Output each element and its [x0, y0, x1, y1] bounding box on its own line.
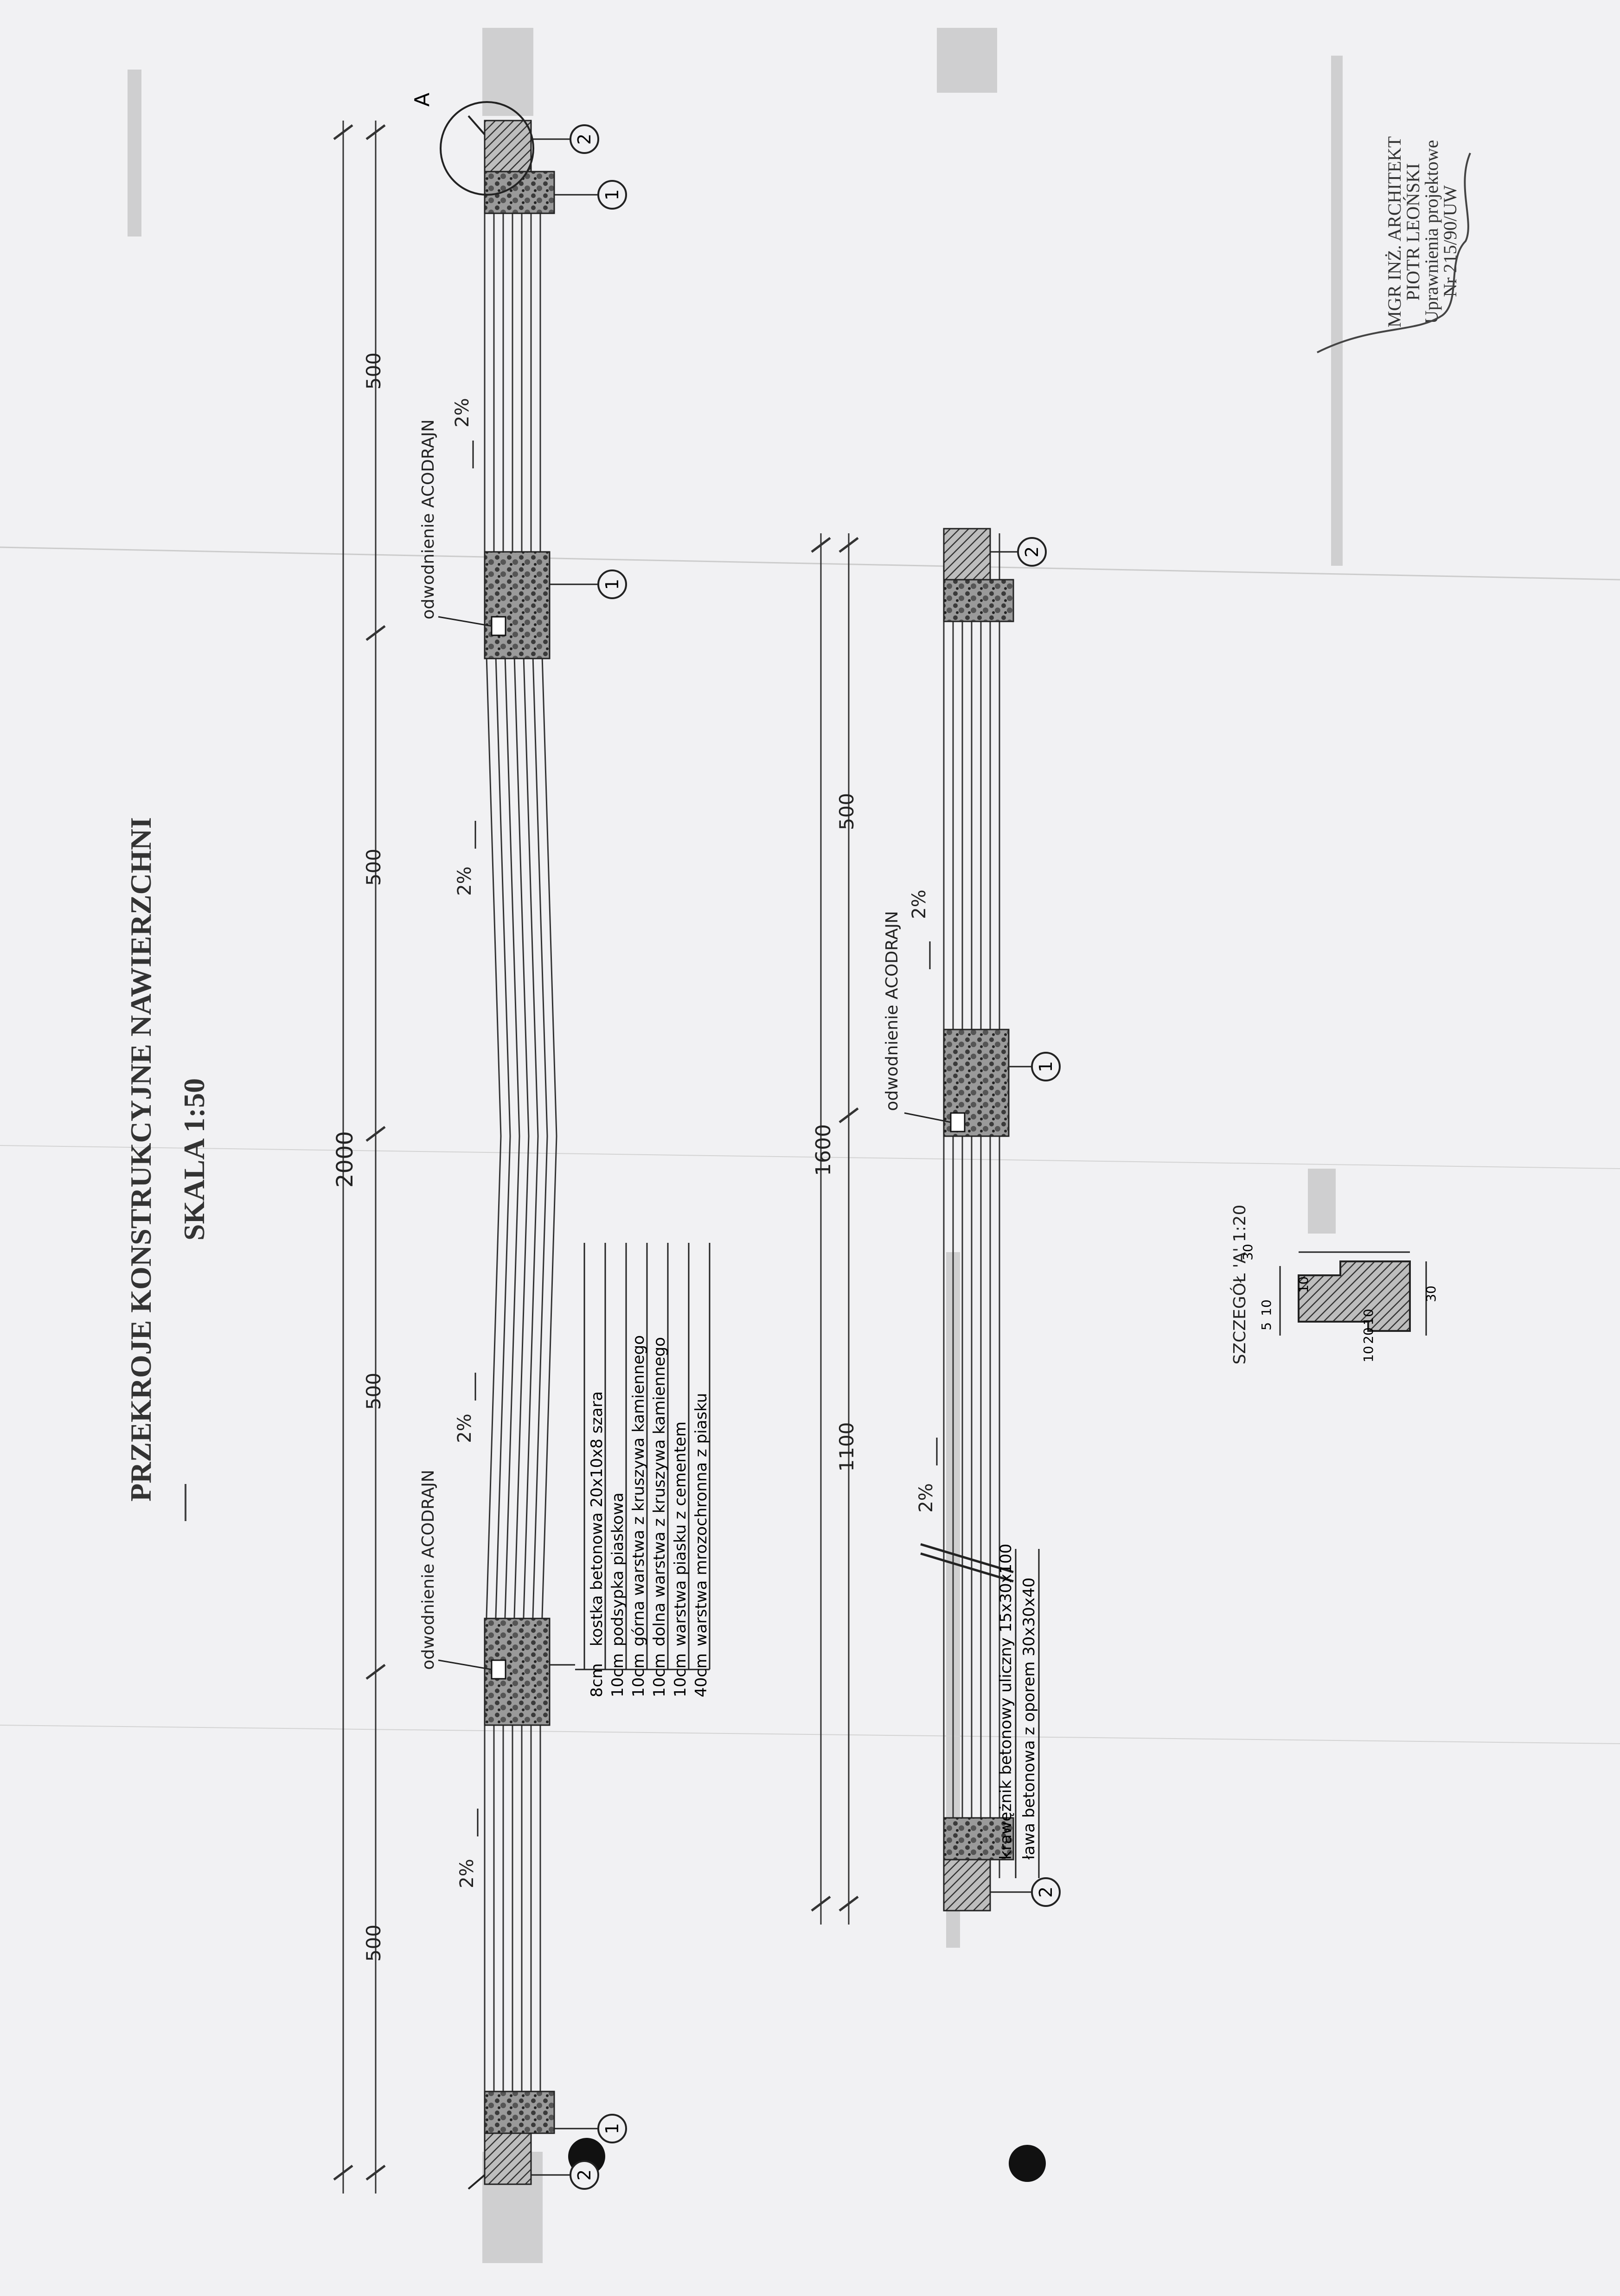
legend-text: warstwa piasku z cementem	[671, 1421, 690, 1646]
curb-note: ława betonowa z oporem 30x30x40	[1020, 1578, 1038, 1860]
detail-dim: 10	[1361, 1346, 1376, 1362]
callout-1: 1	[1009, 1052, 1061, 1081]
slope-label: 2%	[452, 398, 473, 427]
dim-total-label: 1600	[812, 1124, 835, 1176]
layer-legend: 8cm kostka betonowa 20x10x8 szara 10cm p…	[550, 1243, 711, 1697]
curb-bottom	[943, 1817, 1014, 1912]
architect-stamp: MGR INŻ. ARCHITEKT PIOTR LEOŃSKI Uprawni…	[1317, 136, 1471, 353]
break-mark	[920, 1552, 1014, 1583]
drawing-title: PRZEKROJE KONSTRUKCYJNE NAWIERZCHNI	[124, 817, 157, 1502]
curb-profile	[1298, 1260, 1411, 1332]
detail-title: SZCZEGÓŁ 'A' 1:20	[1230, 1205, 1249, 1365]
callout-1: 1	[554, 180, 627, 210]
slope-label: 2%	[916, 1483, 937, 1512]
svg-text:A: A	[410, 93, 434, 107]
drainage-label: odwodnienie ACODRAJN	[419, 419, 438, 620]
section-a: 2000 500 500 500 500	[332, 93, 711, 2194]
legend-text: górna warstwa z kruszywa kamiennego	[629, 1335, 648, 1646]
legend-thickness: 10cm	[650, 1653, 669, 1697]
section-b: 1600 1100 500 odwodnienie ACODRAJN	[811, 528, 1061, 1925]
detail-dim: 20	[1361, 1327, 1376, 1344]
drainage-channel	[484, 1618, 551, 1726]
curb-bottom	[467, 2091, 555, 2190]
legend-thickness: 10cm	[608, 1653, 627, 1697]
legend-text: podsypka piaskowa	[608, 1492, 627, 1646]
dim-segment-label: 500	[362, 1925, 385, 1962]
slope-label: 2%	[456, 1859, 478, 1888]
detail-a-marker: A	[410, 93, 534, 196]
stamp-line: Uprawnienia projektowe	[1421, 140, 1442, 324]
detail-dim: 5	[1259, 1322, 1274, 1330]
callout-1: 1	[554, 2114, 627, 2143]
slope-label: 2%	[909, 889, 930, 919]
svg-text:2: 2	[574, 134, 595, 145]
stamp-line: MGR INŻ. ARCHITEKT	[1384, 136, 1405, 327]
detail-a: SZCZEGÓŁ 'A' 1:20 5 10 10 10 20 10 30 30	[1230, 1205, 1439, 1365]
fold-line	[0, 1145, 1620, 1169]
svg-text:2: 2	[1022, 546, 1042, 557]
stamp-line: PIOTR LEOŃSKI	[1402, 163, 1423, 301]
detail-dim: 10	[1296, 1276, 1311, 1293]
fold-line	[0, 1725, 1620, 1744]
legend-text: dolna warstwa z kruszywa kamiennego	[650, 1337, 669, 1646]
legend-text: warstwa mrozochronna z piasku	[692, 1393, 711, 1646]
curb-notes: krawężnik betonowy uliczny 15x30x100 ław…	[997, 1544, 1040, 1878]
svg-text:1: 1	[602, 189, 622, 200]
legend-thickness: 40cm	[692, 1653, 711, 1697]
curb-top	[943, 528, 1014, 622]
pavement-layers	[484, 190, 557, 2119]
dim-total-label: 2000	[332, 1131, 358, 1188]
legend-thickness: 10cm	[629, 1653, 648, 1697]
pavement-layers	[943, 533, 1000, 1878]
legend-thickness: 10cm	[671, 1653, 690, 1697]
detail-dim: 10	[1259, 1299, 1274, 1316]
drainage-channel	[484, 551, 551, 659]
dim-segment-label: 500	[362, 1373, 385, 1410]
dim-segment-label: 500	[835, 793, 858, 830]
callout-2: 2	[531, 2160, 599, 2190]
drainage-channel	[943, 1029, 1010, 1137]
legend-text: kostka betonowa 20x10x8 szara	[588, 1391, 606, 1646]
drainage-label: odwodnienie ACODRAJN	[883, 911, 902, 1111]
slope-label: 2%	[454, 866, 475, 895]
legend-thickness: 8cm	[588, 1663, 606, 1697]
detail-dim: 30	[1423, 1286, 1439, 1302]
stamp-line: Nr 215/90/UW	[1440, 185, 1460, 297]
dim-segment-label: 500	[362, 849, 385, 886]
punch-hole	[1009, 2145, 1046, 2182]
callout-2: 2	[990, 537, 1047, 567]
callout-2: 2	[531, 124, 599, 154]
svg-text:1: 1	[602, 2123, 622, 2134]
detail-dim: 30	[1240, 1244, 1255, 1260]
dim-segment-label: 1100	[835, 1422, 858, 1472]
curb-top	[467, 115, 555, 214]
title-block: PRZEKROJE KONSTRUKCYJNE NAWIERZCHNI SKAL…	[124, 817, 211, 1521]
callout-1: 1	[550, 569, 627, 599]
break-mark	[920, 1543, 1014, 1573]
curb-note: krawężnik betonowy uliczny 15x30x100	[997, 1544, 1015, 1860]
detail-dim: 10	[1361, 1309, 1376, 1325]
svg-text:2: 2	[574, 2169, 595, 2181]
dim-segment-label: 500	[362, 352, 385, 390]
svg-text:2: 2	[1036, 1887, 1056, 1898]
drawing-scale: SKALA 1:50	[178, 1078, 211, 1241]
svg-text:1: 1	[1036, 1061, 1056, 1072]
signature	[1317, 153, 1471, 353]
fold-line	[0, 546, 1620, 581]
svg-text:1: 1	[602, 579, 622, 590]
drainage-label: odwodnienie ACODRAJN	[419, 1470, 438, 1670]
callout-2: 2	[990, 1877, 1061, 1907]
slope-label: 2%	[454, 1413, 475, 1443]
